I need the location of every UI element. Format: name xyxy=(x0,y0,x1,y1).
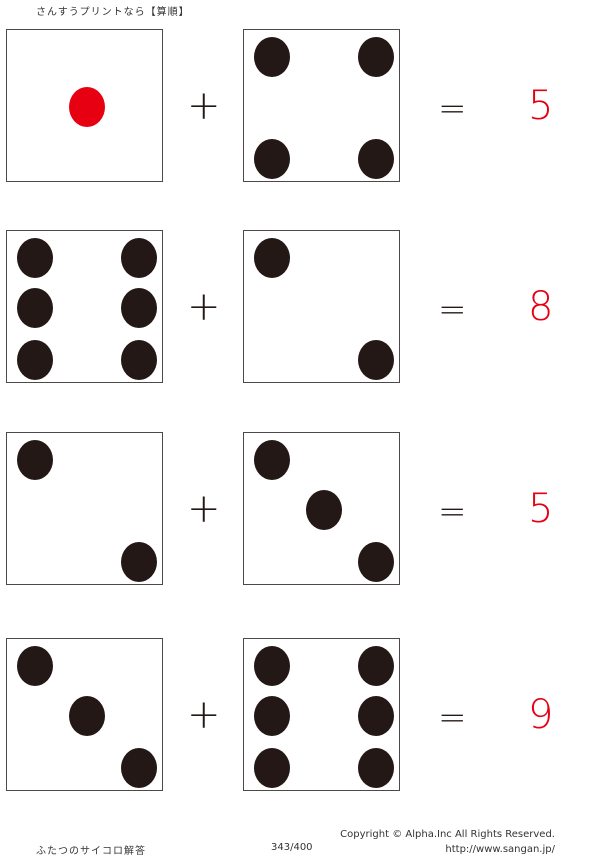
plus-sign: + xyxy=(187,692,221,738)
pip-icon xyxy=(121,542,157,582)
die-face-3 xyxy=(243,432,400,585)
pip-icon xyxy=(358,542,394,582)
pip-icon xyxy=(358,696,394,736)
pip-icon xyxy=(121,340,157,380)
plus-sign: + xyxy=(187,486,221,532)
pip-icon xyxy=(358,139,394,179)
answer-value: 8 xyxy=(528,284,554,330)
pip-icon xyxy=(17,288,53,328)
pip-icon xyxy=(121,238,157,278)
equals-sign: = xyxy=(438,492,467,532)
pip-icon xyxy=(69,87,105,127)
equals-sign: = xyxy=(438,89,467,129)
equals-sign: = xyxy=(438,290,467,330)
pip-icon xyxy=(254,440,290,480)
pip-icon xyxy=(254,238,290,278)
problem-row: + = 8 xyxy=(0,230,600,386)
pip-icon xyxy=(254,748,290,788)
pip-icon xyxy=(69,696,105,736)
footer-title: ふたつのサイコロ解答 xyxy=(36,846,146,857)
die-face-3 xyxy=(6,638,163,791)
worksheet-header: さんすうプリントなら【算順】 xyxy=(36,7,190,18)
pip-icon xyxy=(358,646,394,686)
die-face-4 xyxy=(243,29,400,182)
pip-icon xyxy=(17,440,53,480)
die-face-2 xyxy=(243,230,400,383)
problem-row: + = 5 xyxy=(0,29,600,185)
equals-sign: = xyxy=(438,698,467,738)
pip-icon xyxy=(121,288,157,328)
answer-value: 9 xyxy=(528,692,554,738)
pip-icon xyxy=(254,37,290,77)
pip-icon xyxy=(121,748,157,788)
pip-icon xyxy=(17,238,53,278)
problem-row: + = 9 xyxy=(0,638,600,794)
pip-icon xyxy=(254,139,290,179)
die-face-1 xyxy=(6,29,163,182)
pip-icon xyxy=(17,646,53,686)
pip-icon xyxy=(306,490,342,530)
problem-row: + = 5 xyxy=(0,432,600,588)
plus-sign: + xyxy=(187,284,221,330)
pip-icon xyxy=(254,696,290,736)
answer-value: 5 xyxy=(528,486,554,532)
die-face-2 xyxy=(6,432,163,585)
copyright-text: Copyright © Alpha.Inc All Rights Reserve… xyxy=(340,829,555,840)
pip-icon xyxy=(358,340,394,380)
pip-icon xyxy=(358,37,394,77)
page-number: 343/400 xyxy=(271,842,313,853)
pip-icon xyxy=(17,340,53,380)
pip-icon xyxy=(254,646,290,686)
site-url: http://www.sangan.jp/ xyxy=(445,844,555,855)
pip-icon xyxy=(358,748,394,788)
plus-sign: + xyxy=(187,83,221,129)
answer-value: 5 xyxy=(528,83,554,129)
die-face-6 xyxy=(243,638,400,791)
die-face-6 xyxy=(6,230,163,383)
